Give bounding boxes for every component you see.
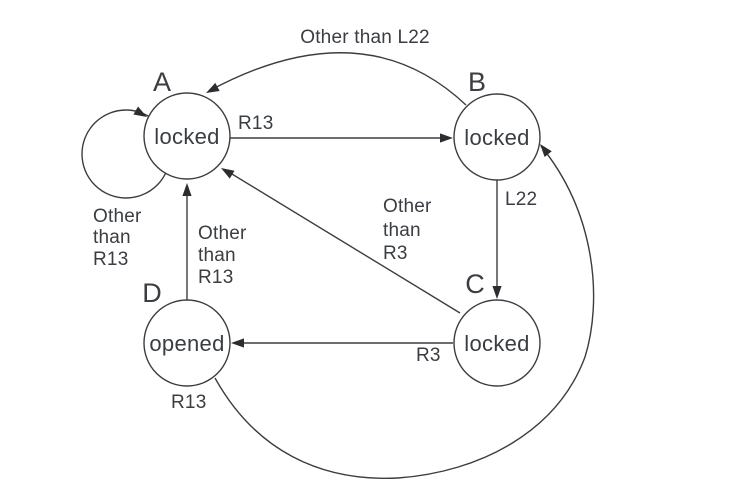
arrowheads — [133, 82, 552, 348]
state-c-label: locked — [464, 331, 529, 356]
label-d-to-a-line3: R13 — [198, 267, 233, 288]
edge-c-to-a — [226, 170, 461, 314]
edge-b-to-a — [208, 52, 467, 106]
arrowhead-c-to-d — [231, 338, 244, 348]
state-a-name: A — [153, 67, 171, 97]
label-a-self-loop-line1: Other — [93, 206, 142, 227]
state-c-circle — [453, 299, 541, 387]
edge-d-to-b — [214, 145, 595, 480]
arrowhead-b-to-c — [492, 286, 502, 299]
states — [143, 92, 541, 387]
state-d-circle — [143, 299, 231, 387]
label-a-to-b: R13 — [238, 113, 273, 134]
state-b-circle — [453, 93, 541, 181]
state-d-label: opened — [149, 331, 224, 356]
label-a-self-loop-line2: than — [93, 227, 131, 248]
state-names: A B C D — [142, 67, 486, 308]
label-c-to-d: R3 — [416, 345, 441, 366]
label-d-to-a-line2: than — [198, 245, 236, 266]
arrowhead-d-to-a — [182, 183, 192, 196]
label-b-to-a: Other than L22 — [300, 27, 430, 48]
state-labels: locked locked locked opened — [149, 124, 529, 356]
label-c-to-a-line1: Other — [383, 196, 432, 217]
label-a-self-loop-line3: R13 — [93, 249, 128, 270]
state-b-label: locked — [464, 125, 529, 150]
edge-labels: Other than R13 R13 Other than L22 L22 Ot… — [93, 27, 537, 413]
arrowhead-a-self-loop — [133, 106, 147, 117]
label-d-to-b: R13 — [171, 392, 206, 413]
arrowhead-b-to-a — [206, 82, 220, 93]
state-b-name: B — [468, 67, 486, 97]
edges — [81, 52, 595, 480]
state-d-name: D — [142, 278, 162, 308]
state-a-label: locked — [154, 124, 219, 149]
arrowhead-d-to-b — [540, 144, 552, 157]
label-c-to-a-line2: than — [383, 220, 421, 241]
state-c-name: C — [465, 269, 485, 299]
label-b-to-c: L22 — [505, 189, 537, 210]
arrowhead-a-to-b — [440, 133, 453, 143]
label-d-to-a-line1: Other — [198, 223, 247, 244]
arrowhead-c-to-a — [221, 168, 235, 179]
label-c-to-a-line3: R3 — [383, 243, 408, 264]
state-a-circle — [143, 92, 231, 180]
